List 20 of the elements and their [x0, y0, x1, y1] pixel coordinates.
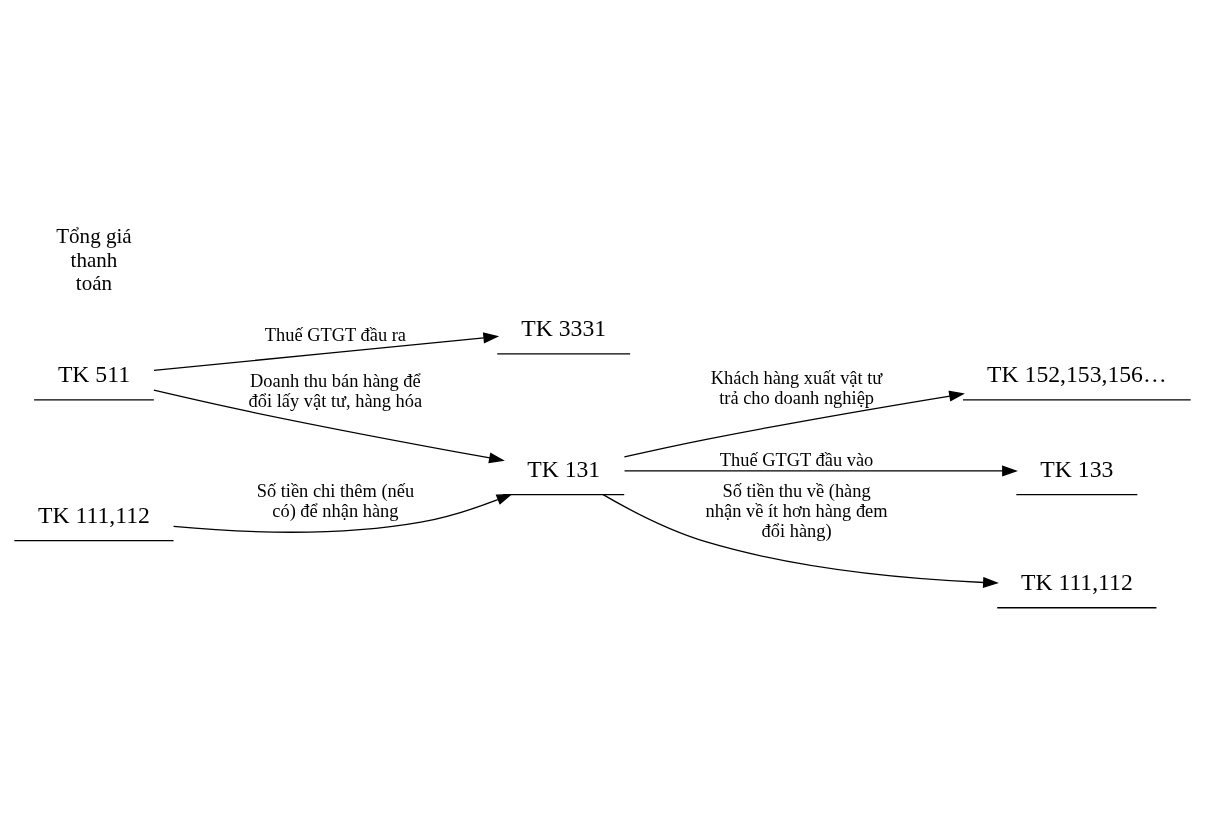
edge-label: Doanh thu bán hàng để đổi lấy vật tư, hàng hóa [248, 370, 423, 411]
edge-label: Số tiền thu về (hàng nhận về ít hơn hàng đem đổi hàng) [705, 481, 888, 541]
arrow [153, 332, 500, 372]
node-text: TK 3331 [521, 314, 607, 341]
node-text: TK 511 [57, 360, 130, 387]
arrow [172, 493, 513, 533]
node-text: TK 111,112 [38, 501, 150, 528]
arrow [602, 494, 999, 588]
arrow [623, 465, 1018, 477]
label: Tổng giá thanh toán [56, 224, 132, 296]
node-text: TK 131 [527, 455, 601, 482]
node-text: TK 111,112 [1020, 568, 1133, 595]
edge-label: Số tiền chi thêm (nếu có) để nhận hàng [256, 481, 415, 522]
node-text: TK 152,153,156… [987, 360, 1167, 387]
edge-label: Thuế GTGT đầu ra [264, 324, 407, 345]
arrow [623, 390, 965, 458]
edge-label: Khách hàng xuất vật tư trả cho doanh nghiệp [710, 368, 883, 409]
arrow [153, 389, 505, 464]
node-text: TK 133 [1040, 455, 1114, 482]
edge-label: Thuế GTGT đầu vào [719, 449, 874, 470]
